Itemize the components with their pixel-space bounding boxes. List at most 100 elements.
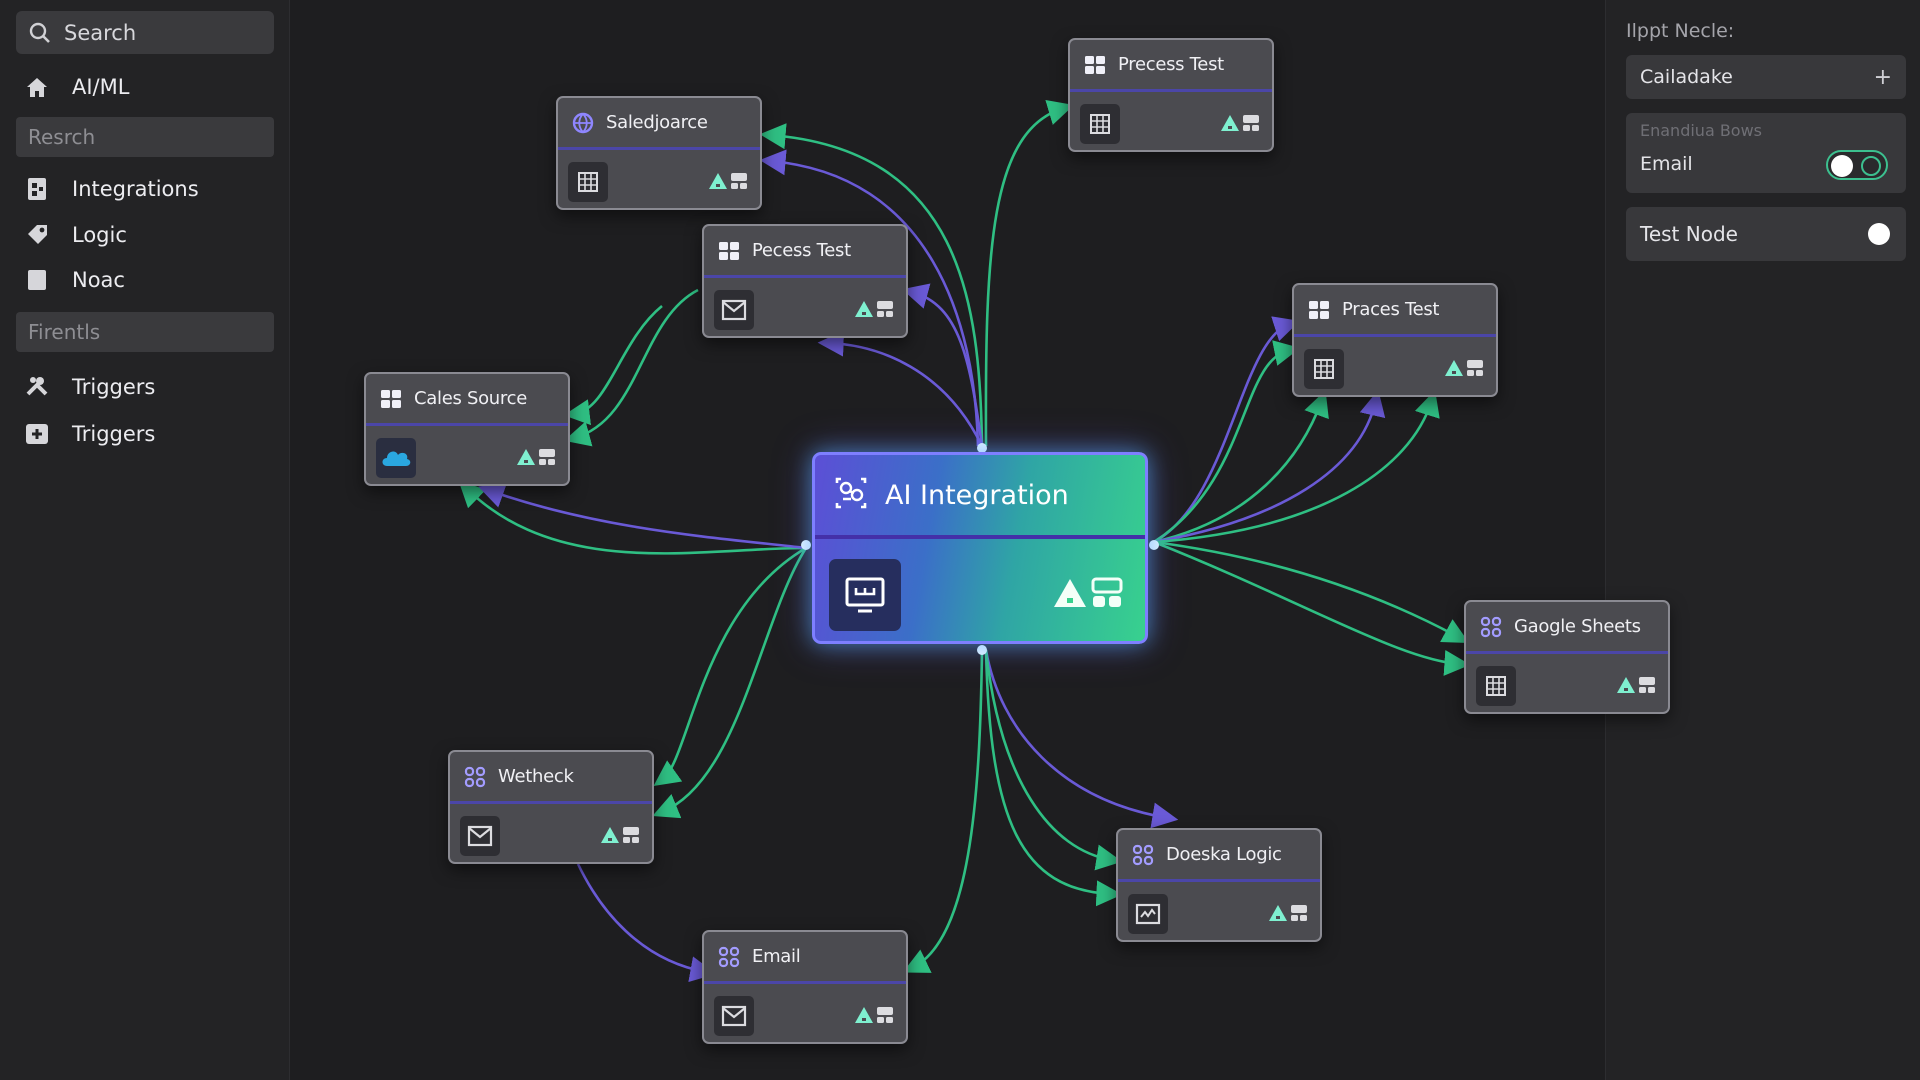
sidebar-item-label: Triggers [72,375,156,399]
status-badges [600,826,640,844]
alert-icon [855,1007,873,1023]
sidebar-item-integrations[interactable]: Integrations [22,169,272,209]
node-process-test-mid[interactable]: Pecess Test [702,224,908,338]
status-badges [854,300,894,318]
anchor-dot [977,443,987,453]
sidebar-search[interactable]: Search [16,11,274,54]
sidebar-item-label: Noac [72,268,125,292]
node-cales-source[interactable]: Cales Source [364,372,570,486]
node-ai-integration[interactable]: AI Integration [812,452,1148,644]
wire [902,649,984,973]
left-sidebar: Search AI/ML Resrch Integrations Logic [0,0,290,1080]
globe-icon [570,110,596,136]
tag-icon [22,220,52,250]
add-icon[interactable]: + [1873,64,1892,90]
wire [984,649,1179,829]
integrations-icon [22,174,52,204]
wire [901,283,984,447]
node-praces-test-right[interactable]: Praces Test [1292,283,1498,397]
central-title: AI Integration [885,479,1069,511]
section-label: Enandiua Bows [1640,121,1763,140]
mail-icon [714,996,754,1036]
node-wetheck[interactable]: Wetheck [448,750,654,864]
grid-icon [568,162,608,202]
email-settings-box: Enandiua Bows Email [1626,113,1906,193]
wire [1153,540,1471,676]
firentls-field[interactable]: Firentls [16,312,274,352]
grid-icon [378,386,404,412]
sidebar-item-logic[interactable]: Logic [22,215,272,255]
bot-icon [539,449,555,465]
wire [1153,390,1440,544]
node-title: Precess Test [1118,54,1224,75]
status-badges [1444,359,1484,377]
status-badges [708,172,748,190]
link-icon [716,944,742,970]
node-title: Gaogle Sheets [1514,616,1641,637]
grid-icon [1306,297,1332,323]
node-email[interactable]: Email [702,930,908,1044]
link-icon [1478,614,1504,640]
node-title: Wetheck [498,766,574,787]
sidebar-item-label: AI/ML [72,75,130,99]
node-google-sheets[interactable]: Gaogle Sheets [1464,600,1670,714]
mail-icon [460,816,500,856]
research-field[interactable]: Resrch [16,117,274,157]
firentls-field-text: Firentls [28,320,101,344]
alert-icon [1617,677,1635,693]
status-badges [854,1006,894,1024]
node-title: Praces Test [1342,299,1440,320]
sidebar-item-noac[interactable]: Noac [22,260,272,300]
alert-icon [601,827,619,843]
anchor-dot [977,645,987,655]
ai-brain-icon [831,473,871,517]
sidebar-item-aiml[interactable]: AI/ML [22,67,272,107]
node-select-value: Cailadake [1640,66,1733,88]
node-title: Saledjoarce [606,112,708,133]
alert-icon [1445,360,1463,376]
home-icon [22,72,52,102]
wire [563,304,663,426]
wire [984,100,1074,447]
plus-square-icon [22,419,52,449]
sidebar-item-label: Logic [72,223,127,247]
sidebar-item-triggers-2[interactable]: Triggers [22,414,272,454]
status-badges [1220,114,1260,132]
bot-icon [623,827,639,843]
search-icon [29,22,50,43]
grid-icon [1082,52,1108,78]
bot-icon [1243,115,1259,131]
wire [1153,390,1329,544]
wire [1153,389,1386,544]
test-node-row[interactable]: Test Node [1626,207,1906,261]
alert-icon [517,449,535,465]
node-title: Doeska Logic [1166,844,1282,865]
node-doeska-logic[interactable]: Doeska Logic [1116,828,1322,942]
node-select[interactable]: Cailadake + [1626,55,1906,99]
node-title: Pecess Test [752,240,851,261]
search-label: Search [64,20,137,45]
note-icon [22,265,52,295]
anchor-dot [801,540,811,550]
grid-icon [1080,104,1120,144]
right-panel: Ilppt Necle: Cailadake + Enandiua Bows E… [1605,0,1920,1080]
wire [563,288,699,447]
node-salesforce[interactable]: Saledjoarce [556,96,762,210]
email-label: Email [1640,153,1693,175]
sidebar-item-triggers[interactable]: Triggers [22,367,272,407]
cloud-icon [376,438,416,478]
wire [653,546,807,787]
bot-icon [731,173,747,189]
wire [1153,540,1470,643]
email-toggle[interactable] [1826,150,1888,180]
panel-title: Ilppt Necle: [1626,20,1735,42]
research-field-text: Resrch [28,125,96,149]
wire [458,480,807,555]
sidebar-item-label: Integrations [72,177,199,201]
test-node-toggle[interactable] [1868,223,1890,245]
tools-icon [22,372,52,402]
node-process-test-top[interactable]: Precess Test [1068,38,1274,152]
sidebar-item-label: Triggers [72,422,156,446]
